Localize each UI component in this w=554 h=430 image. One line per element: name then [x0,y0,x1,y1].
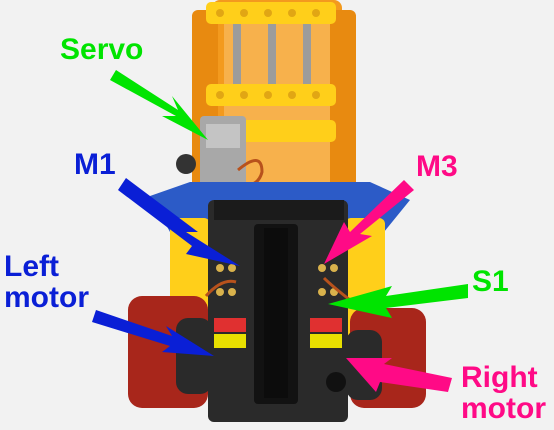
arrow-servo [110,70,208,140]
label-servo: Servo [60,33,144,66]
arrow-left-motor [92,310,214,356]
arrow-m1 [118,178,240,266]
arrow-m3 [324,180,414,264]
controller-board [204,200,351,422]
arrow-right-motor [346,358,452,392]
label-s1: S1 [472,265,509,298]
label-m1: M1 [74,148,116,181]
arrow-s1 [328,284,468,318]
label-right-motor: Right motor [461,361,546,425]
label-m3: M3 [416,150,458,183]
label-left-motor: Left motor [4,250,89,314]
